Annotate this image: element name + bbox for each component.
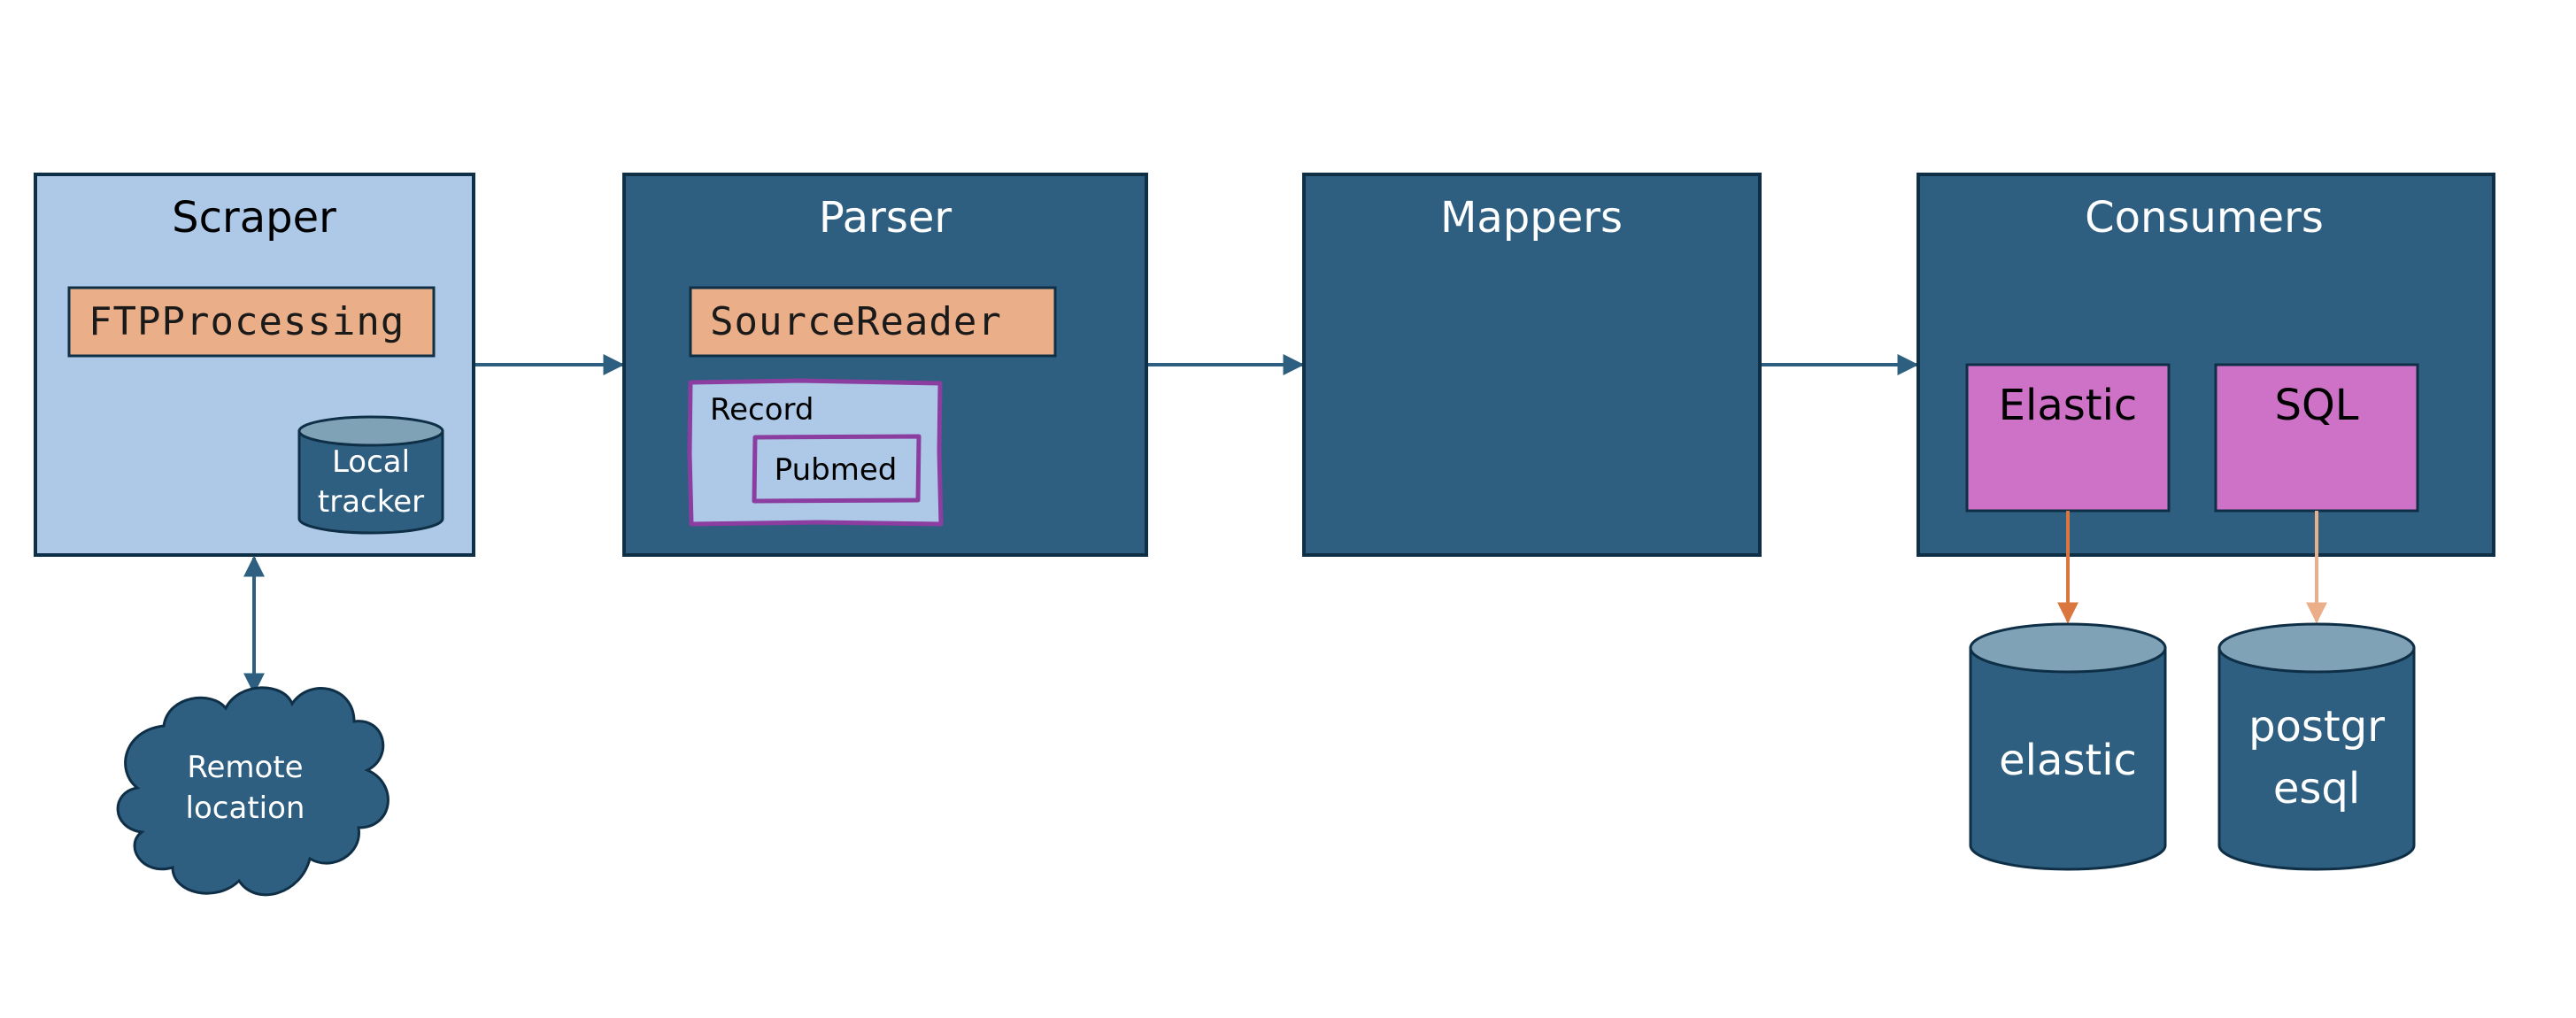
consumers-block: Consumers Elastic SQL [1917,173,2495,557]
elastic-store-body [1969,646,2167,871]
ftp-processing-box [67,286,436,358]
scraper-block: Scraper FTPProcessing Local tracker [34,173,475,557]
ftp-processing-label: FTPProcessing [89,299,405,344]
mappers-block: Mappers [1302,173,1762,557]
sql-consumer-label: SQL [2275,381,2359,430]
scraper-title: Scraper [172,193,336,243]
source-reader-label: SourceReader [710,299,1002,344]
parser-block: Parser SourceReader Record Pubmed [622,173,1148,557]
parser-title: Parser [819,193,952,243]
elastic-consumer-label: Elastic [1999,381,2138,430]
remote-location-line1: Remote [187,750,303,785]
mappers-box [1302,173,1762,557]
record-label: Record [710,392,814,428]
consumers-title: Consumers [2085,193,2324,243]
remote-location-cloud: Remote location [116,686,389,897]
source-reader-box [689,286,1057,358]
elastic-store-top [1969,622,2167,674]
postgres-store-cylinder: postgr esql [2217,622,2416,871]
postgres-store-label-line2: esql [2273,764,2360,814]
remote-location-line2: location [186,790,305,826]
postgres-store-label-line1: postgr [2248,702,2385,752]
local-tracker-label-line2: tracker [318,484,424,520]
elastic-store-cylinder: elastic [1969,622,2167,871]
pubmed-box [752,434,922,504]
mappers-title: Mappers [1440,193,1623,243]
cloud-shape [116,686,389,897]
postgres-store-top [2217,622,2416,674]
local-tracker-top [297,415,444,447]
sql-consumer-box [2214,363,2419,513]
local-tracker-body [297,429,444,535]
postgres-store-body [2217,646,2416,871]
local-tracker-cylinder: Local tracker [297,415,444,535]
local-tracker-label-line1: Local [332,444,410,480]
pubmed-label: Pubmed [775,452,898,488]
elastic-store-label: elastic [1999,736,2137,785]
